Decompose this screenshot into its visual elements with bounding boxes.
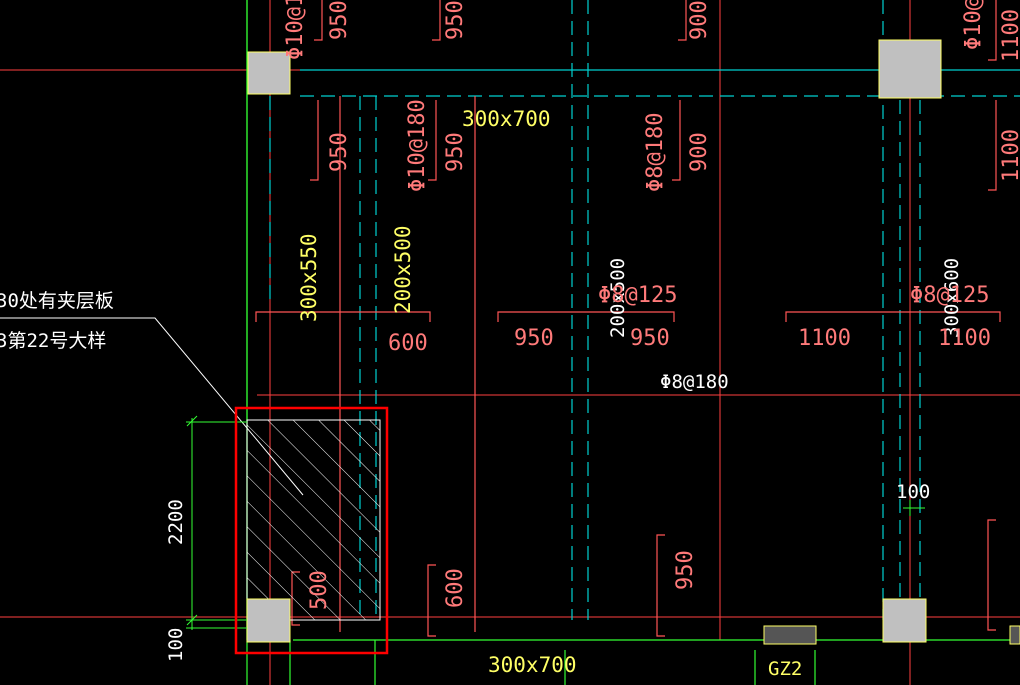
vertical-dimension-lines <box>186 415 925 630</box>
dimension-label: 1100 <box>798 326 851 351</box>
rebar-label: Φ8@125 <box>598 283 677 308</box>
dimension-label: 950 <box>327 132 352 172</box>
beam-label: 300x700 <box>488 653 577 677</box>
beam-label: 300x700 <box>462 107 551 131</box>
dimension-label: 900 <box>687 132 712 172</box>
dimension-label: 1100 <box>999 9 1020 62</box>
rebar-label: Φ10@180 <box>961 0 986 50</box>
dimension-label: 1100 <box>999 129 1020 182</box>
dimension-label: 600 <box>443 568 468 608</box>
column-top-right <box>878 39 942 99</box>
dimension-label-2200: 2200 <box>165 499 187 545</box>
dimension-label: 950 <box>514 326 554 351</box>
rebar-label: Φ10@180 <box>405 99 430 192</box>
rebar-label: Φ8@180 <box>660 371 729 393</box>
column-tag-gz2: GZ2 <box>768 658 802 680</box>
dimension-label-100: 100 <box>165 628 187 662</box>
mezzanine-slab-hatch[interactable] <box>246 419 381 621</box>
beam-label: 300x600 <box>941 258 963 338</box>
dimension-label: 950 <box>673 550 698 590</box>
dimension-label: 1100 <box>938 326 991 351</box>
dimension-label-100-right: 100 <box>896 481 930 503</box>
rebar-label: Φ10@180 <box>283 0 308 60</box>
column-bottom-left <box>246 598 291 643</box>
dimension-label: 950 <box>630 326 670 351</box>
dimension-label: 500 <box>307 570 332 610</box>
column-top-left <box>247 51 291 95</box>
column-gz2 <box>763 625 817 645</box>
dimension-label: 900 <box>687 0 712 40</box>
note-line-2: 3第22号大样 <box>0 330 106 352</box>
highlight-box[interactable] <box>234 406 389 655</box>
dimension-label: 600 <box>388 331 428 356</box>
rebar-label: Φ8@125 <box>910 283 989 308</box>
columns <box>246 39 1020 645</box>
dimension-label: 950 <box>443 132 468 172</box>
dimension-label: 950 <box>443 0 468 40</box>
note-leader <box>0 317 304 496</box>
beam-label: 200x500 <box>607 258 629 338</box>
dimension-label: 950 <box>327 0 352 40</box>
beam-label: 200x500 <box>391 225 415 314</box>
note-line-1: 30处有夹层板 <box>0 290 114 312</box>
rebar-label: Φ8@180 <box>643 113 668 192</box>
beam-label: 300x550 <box>297 233 321 322</box>
column-bottom-right <box>882 598 927 643</box>
